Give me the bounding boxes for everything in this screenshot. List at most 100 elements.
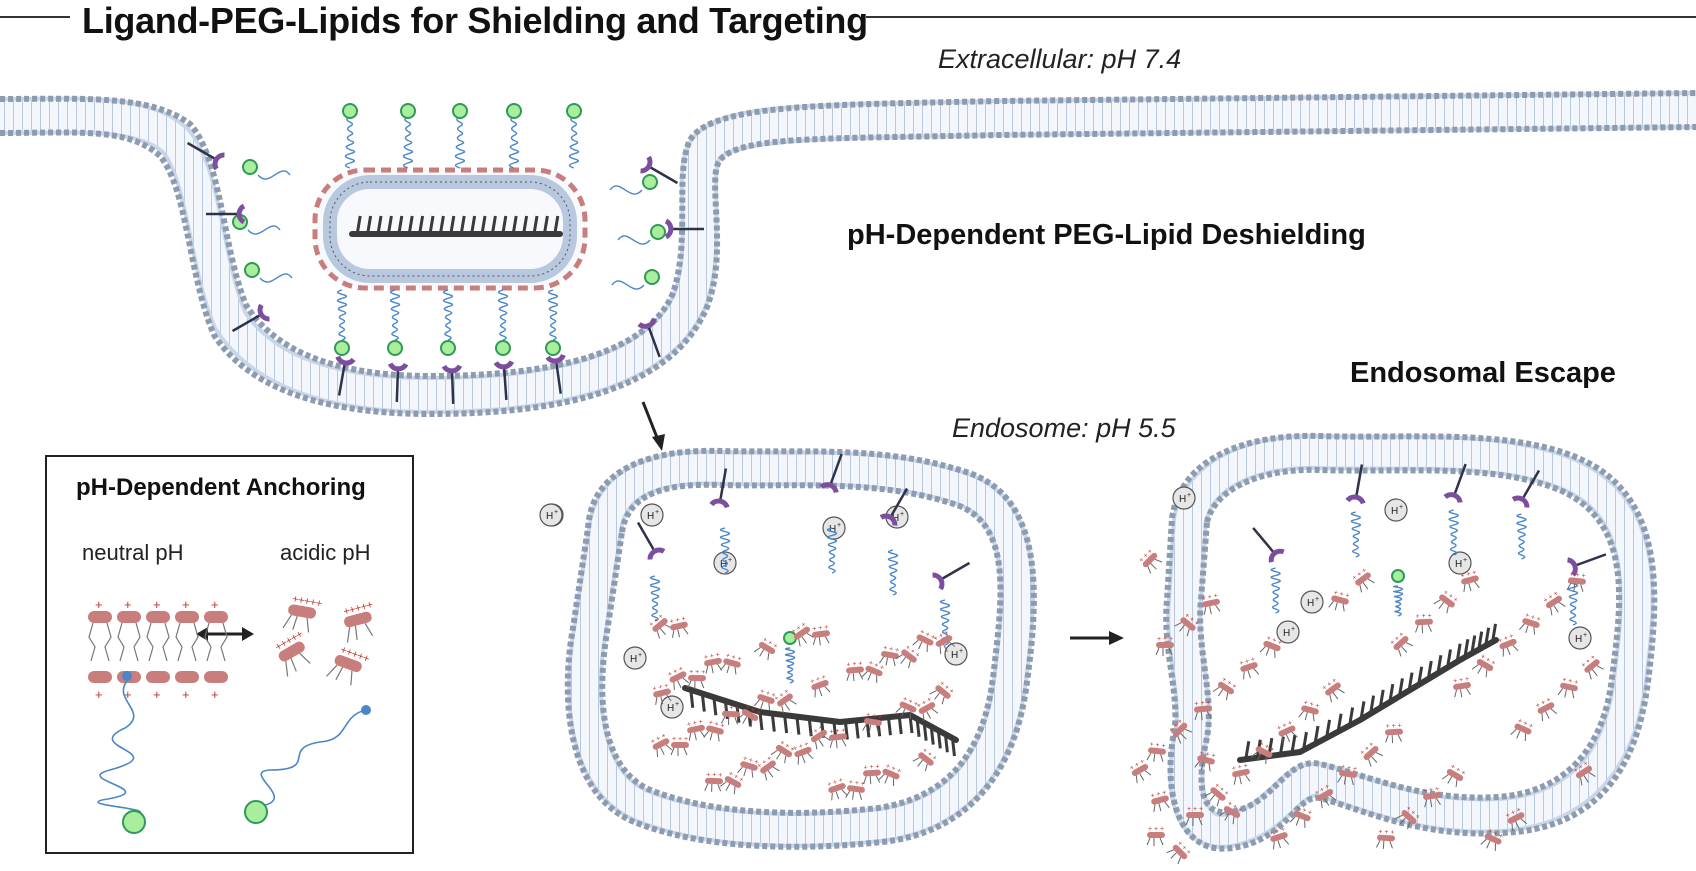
- svg-text:+: +: [1176, 840, 1184, 848]
- ionizable-lipid: +++: [933, 629, 956, 655]
- proton-symbol: H: [1391, 506, 1398, 517]
- ionizable-lipid: +++: [912, 747, 938, 772]
- proton-charge: +: [638, 652, 642, 659]
- proton-marker: [660, 695, 684, 719]
- proton-charge: +: [554, 509, 558, 516]
- rna-base: [915, 718, 921, 738]
- svg-text:+: +: [1339, 591, 1345, 599]
- receptor-stem: [231, 312, 263, 333]
- svg-text:+: +: [930, 754, 938, 762]
- mrna-comb-endosome: [682, 685, 959, 757]
- svg-text:+: +: [1517, 718, 1524, 726]
- svg-text:+: +: [1206, 699, 1211, 706]
- svg-text:+: +: [723, 705, 727, 712]
- lipid-tails: [117, 622, 141, 662]
- svg-text:+: +: [1562, 677, 1567, 685]
- svg-text:+: +: [1149, 741, 1154, 748]
- svg-text:+: +: [342, 605, 351, 618]
- svg-text:+: +: [1193, 806, 1197, 813]
- proton-marker: [1172, 486, 1196, 510]
- svg-text:+: +: [1314, 702, 1320, 710]
- svg-text:+: +: [798, 743, 804, 751]
- svg-text:+: +: [1577, 763, 1584, 771]
- svg-text:+: +: [1368, 741, 1376, 749]
- peg-coil: [784, 647, 796, 684]
- svg-text:+: +: [1487, 828, 1494, 836]
- peg-anchor: [122, 671, 132, 681]
- svg-text:+: +: [921, 699, 928, 707]
- svg-text:+: +: [771, 642, 778, 650]
- receptor-cup: [236, 203, 246, 225]
- svg-text:+: +: [841, 727, 846, 734]
- ionizable-lipid-acidic: +++++: [326, 644, 371, 686]
- receptor-cup: [1443, 492, 1463, 504]
- svg-text:+: +: [788, 745, 795, 753]
- svg-text:+: +: [1187, 806, 1191, 813]
- svg-text:+: +: [909, 648, 916, 656]
- svg-text:+: +: [818, 625, 823, 632]
- ionizable-lipid: +++: [1505, 806, 1528, 832]
- rna-base: [542, 215, 549, 235]
- svg-text:+: +: [338, 644, 348, 657]
- ionizable-lipid: +++: [1185, 806, 1204, 826]
- proton-symbol: H: [647, 511, 654, 522]
- rna-base: [783, 714, 789, 734]
- svg-text:+: +: [812, 727, 819, 735]
- svg-text:+: +: [727, 770, 734, 778]
- svg-text:+: +: [1497, 832, 1504, 840]
- svg-text:+: +: [1210, 752, 1216, 760]
- rna-base: [712, 697, 718, 716]
- svg-text:+: +: [1413, 813, 1421, 821]
- svg-text:+: +: [754, 709, 761, 717]
- svg-text:+: +: [1344, 592, 1350, 600]
- rna-base: [386, 215, 393, 235]
- svg-text:+: +: [890, 765, 897, 773]
- lipid-tails: [175, 622, 199, 662]
- rna-base: [1378, 689, 1385, 709]
- figure-title: Ligand-PEG-Lipids for Shielding and Targ…: [82, 0, 868, 41]
- svg-text:+: +: [1213, 593, 1218, 601]
- ionizable-lipid: +++: [1572, 760, 1596, 786]
- rna-base: [943, 734, 949, 753]
- ionizable-lipid: +++: [846, 660, 864, 682]
- ligand-dot: [650, 224, 666, 240]
- lipid-tails: [88, 622, 112, 662]
- ionizable-lipid: +++: [737, 755, 759, 778]
- svg-text:+: +: [1573, 679, 1578, 687]
- receptor-stem: [888, 487, 909, 519]
- rna-base: [438, 215, 445, 235]
- svg-text:+: +: [1393, 635, 1401, 643]
- svg-text:+: +: [1454, 766, 1461, 774]
- proton-symbol: H: [1283, 628, 1290, 639]
- svg-text:+: +: [725, 652, 731, 660]
- rna-base: [532, 215, 539, 235]
- charge-plus: +: [124, 687, 132, 702]
- svg-text:+: +: [1326, 680, 1333, 688]
- svg-text:+: +: [1184, 848, 1192, 856]
- svg-text:+: +: [667, 671, 674, 679]
- svg-text:+: +: [888, 646, 893, 654]
- rna-base: [501, 215, 508, 235]
- endosome-membrane: [564, 447, 1037, 850]
- peg-coil: [402, 112, 414, 169]
- svg-text:+: +: [1460, 572, 1466, 580]
- ionizable-lipid: +++: [1460, 569, 1480, 593]
- svg-text:+: +: [765, 690, 771, 698]
- svg-text:+: +: [1585, 658, 1593, 666]
- rna-base: [886, 716, 892, 736]
- peg-coil: [568, 112, 580, 169]
- ionizable-lipid: +++: [1168, 718, 1193, 744]
- ionizable-lipid: +++: [1138, 548, 1163, 574]
- rna-base: [470, 215, 477, 235]
- rna-base: [897, 715, 903, 735]
- peg-coil: [497, 289, 509, 341]
- svg-text:+: +: [1314, 789, 1321, 797]
- svg-text:+: +: [858, 660, 863, 667]
- svg-text:+: +: [867, 660, 873, 668]
- svg-text:+: +: [907, 698, 914, 706]
- svg-text:+: +: [1479, 653, 1486, 661]
- svg-text:+: +: [684, 736, 688, 743]
- svg-text:+: +: [655, 735, 662, 743]
- ionizable-lipid: +++: [1174, 612, 1200, 637]
- rna-base: [1313, 725, 1320, 745]
